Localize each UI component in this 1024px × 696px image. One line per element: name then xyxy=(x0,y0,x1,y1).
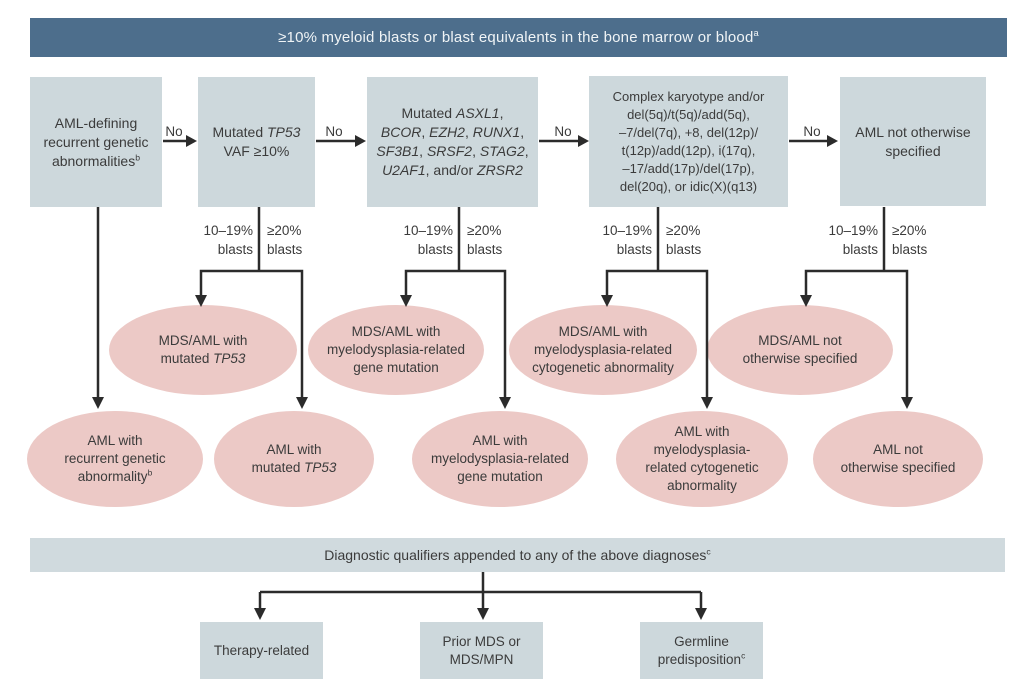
no-label-1: No xyxy=(165,124,183,139)
no-label-4: No xyxy=(803,124,821,139)
no-label-3: No xyxy=(554,124,572,139)
box-therapy-related: Therapy-related xyxy=(200,622,323,679)
qualifier-fanout xyxy=(254,572,707,620)
blast-criteria-banner: ≥10% myeloid blasts or blast equivalents… xyxy=(30,18,1007,57)
box-mutated-mr-genes: Mutated ASXL1,BCOR, EZH2, RUNX1,SF3B1, S… xyxy=(367,77,538,207)
branch-label-20-blasts: ≥20%blasts xyxy=(467,223,503,257)
branch-label-10-19-blasts: 10–19%blasts xyxy=(828,223,878,257)
branch-label-10-19-blasts: 10–19%blasts xyxy=(602,223,652,257)
branch-label-20-blasts: ≥20%blasts xyxy=(666,223,702,257)
arrow-aml-defining-to-aml-recurrent xyxy=(92,207,104,409)
diagnostic-qualifiers-banner: Diagnostic qualifiers appended to any of… xyxy=(30,538,1005,572)
branch-label-20-blasts: ≥20%blasts xyxy=(267,223,303,257)
no-label-2: No xyxy=(325,124,343,139)
branch-label-10-19-blasts: 10–19%blasts xyxy=(203,223,253,257)
branch-label-10-19-blasts: 10–19%blasts xyxy=(403,223,453,257)
branch-label-20-blasts: ≥20%blasts xyxy=(892,223,928,257)
